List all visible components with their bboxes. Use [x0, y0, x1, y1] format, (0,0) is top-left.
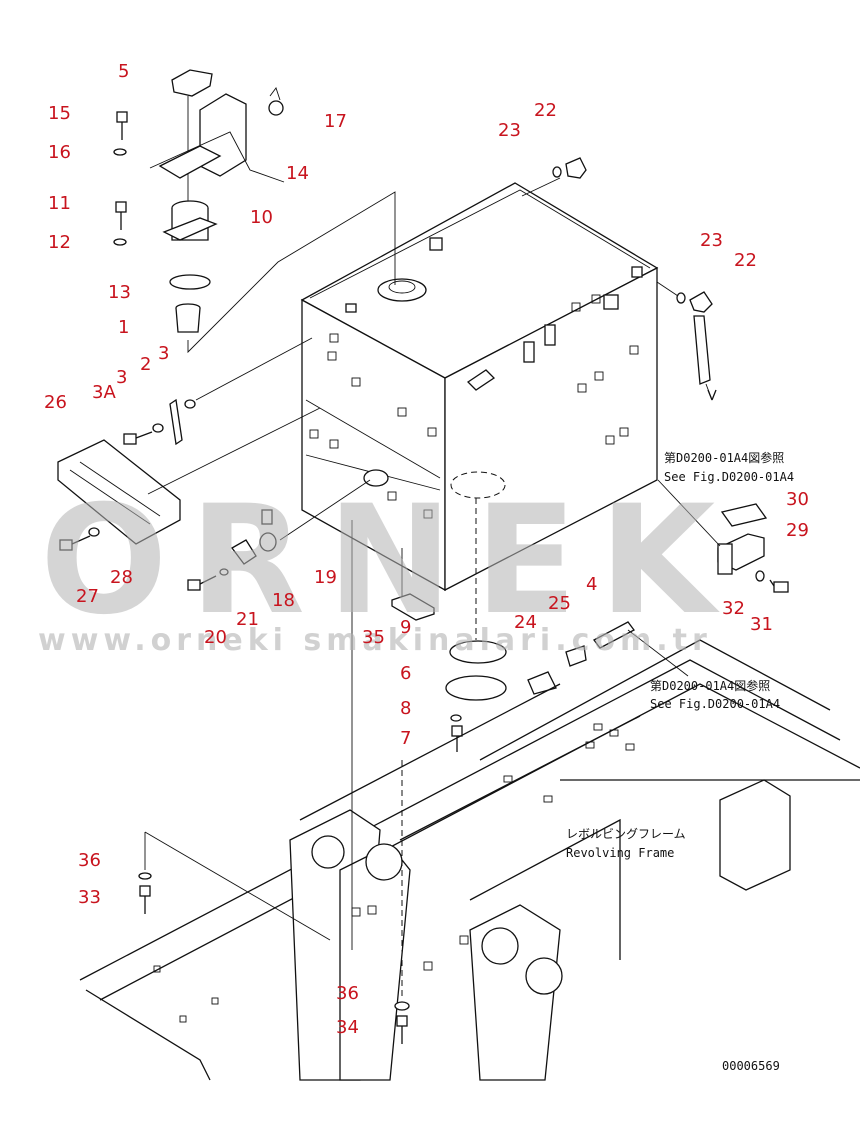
ref-note-2-en: See Fig.D0200-01A4 [650, 697, 780, 711]
frame-label-en: Revolving Frame [566, 846, 674, 860]
callout-36b: 36 [336, 983, 359, 1004]
callout-5: 5 [118, 61, 129, 82]
ref-note-2-jp: 第D0200-01A4図参照 [650, 678, 770, 693]
callout-3a: 3 [158, 343, 169, 364]
callout-32: 32 [722, 598, 745, 619]
callout-16: 16 [48, 142, 71, 163]
drain-cover-assembly [391, 498, 689, 752]
callout-6: 6 [400, 663, 411, 684]
watermark-url: www.orneki smakinalari.com.tr [38, 623, 712, 658]
callout-8: 8 [400, 698, 411, 719]
callout-25: 25 [548, 593, 571, 614]
callout-23a: 23 [498, 120, 521, 141]
callout-2: 2 [140, 354, 151, 375]
callout-28: 28 [110, 567, 133, 588]
callout-1: 1 [118, 317, 129, 338]
callout-10: 10 [250, 207, 273, 228]
watermark-logo: ORNEK [40, 474, 737, 648]
callout-22b: 22 [734, 250, 757, 271]
ref-note-1-en: See Fig.D0200-01A4 [664, 470, 794, 484]
callout-33: 33 [78, 887, 101, 908]
callout-13: 13 [108, 282, 131, 303]
drawing-number: 00006569 [722, 1059, 780, 1073]
top-fittings [521, 157, 717, 401]
callout-18: 18 [272, 590, 295, 611]
left-bracket-assembly [57, 337, 321, 551]
callout-17: 17 [324, 111, 347, 132]
ref-note-1-jp: 第D0200-01A4図参照 [664, 450, 784, 465]
callout-12: 12 [48, 232, 71, 253]
right-bracket [657, 479, 789, 593]
callout-27: 27 [76, 586, 99, 607]
callout-34: 34 [336, 1017, 359, 1038]
callout-36a: 36 [78, 850, 101, 871]
callout-11: 11 [48, 193, 71, 214]
callout-3A: 3A [92, 382, 116, 403]
callout-9: 9 [400, 617, 411, 638]
sensor-assembly [187, 479, 371, 591]
callout-19: 19 [314, 567, 337, 588]
callout-24: 24 [514, 612, 537, 633]
callout-4: 4 [586, 574, 597, 595]
callout-14: 14 [286, 163, 309, 184]
frame-label-jp: レボルビングフレーム [566, 827, 686, 841]
callout-26: 26 [44, 392, 67, 413]
revolving-frame [79, 520, 860, 1081]
callout-22a: 22 [534, 100, 557, 121]
callout-29: 29 [786, 520, 809, 541]
strainer-cap-assembly [113, 69, 396, 354]
callout-3b: 3 [116, 367, 127, 388]
callout-35: 35 [362, 627, 385, 648]
callout-30: 30 [786, 489, 809, 510]
hydraulic-tank [300, 182, 659, 592]
callout-31: 31 [750, 614, 773, 635]
callout-20: 20 [204, 627, 227, 648]
callout-21: 21 [236, 609, 259, 630]
callout-23b: 23 [700, 230, 723, 251]
callout-7: 7 [400, 728, 411, 749]
callout-numbers: 5 15 16 17 14 11 10 12 13 1 2 3 3 3A 26 … [44, 61, 809, 1038]
callout-15: 15 [48, 103, 71, 124]
